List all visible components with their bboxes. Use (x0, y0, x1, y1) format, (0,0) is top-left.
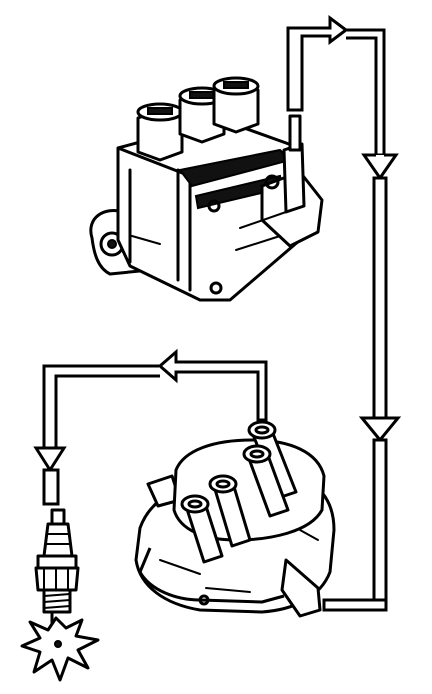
distributor-tower (180, 494, 224, 564)
distributor-tower (242, 444, 290, 518)
coil-ht-tower (207, 114, 324, 295)
distributor-tower (208, 474, 252, 548)
distributor-icon (134, 420, 336, 618)
coil-terminal (212, 76, 260, 134)
coil-to-distributor-lead (286, 15, 402, 612)
distributor-to-plug-lead (33, 348, 268, 506)
spark-plug-icon (34, 508, 80, 626)
ignition-coil-icon (89, 76, 324, 302)
coil-terminal (136, 102, 184, 162)
spark-icon (20, 616, 100, 682)
